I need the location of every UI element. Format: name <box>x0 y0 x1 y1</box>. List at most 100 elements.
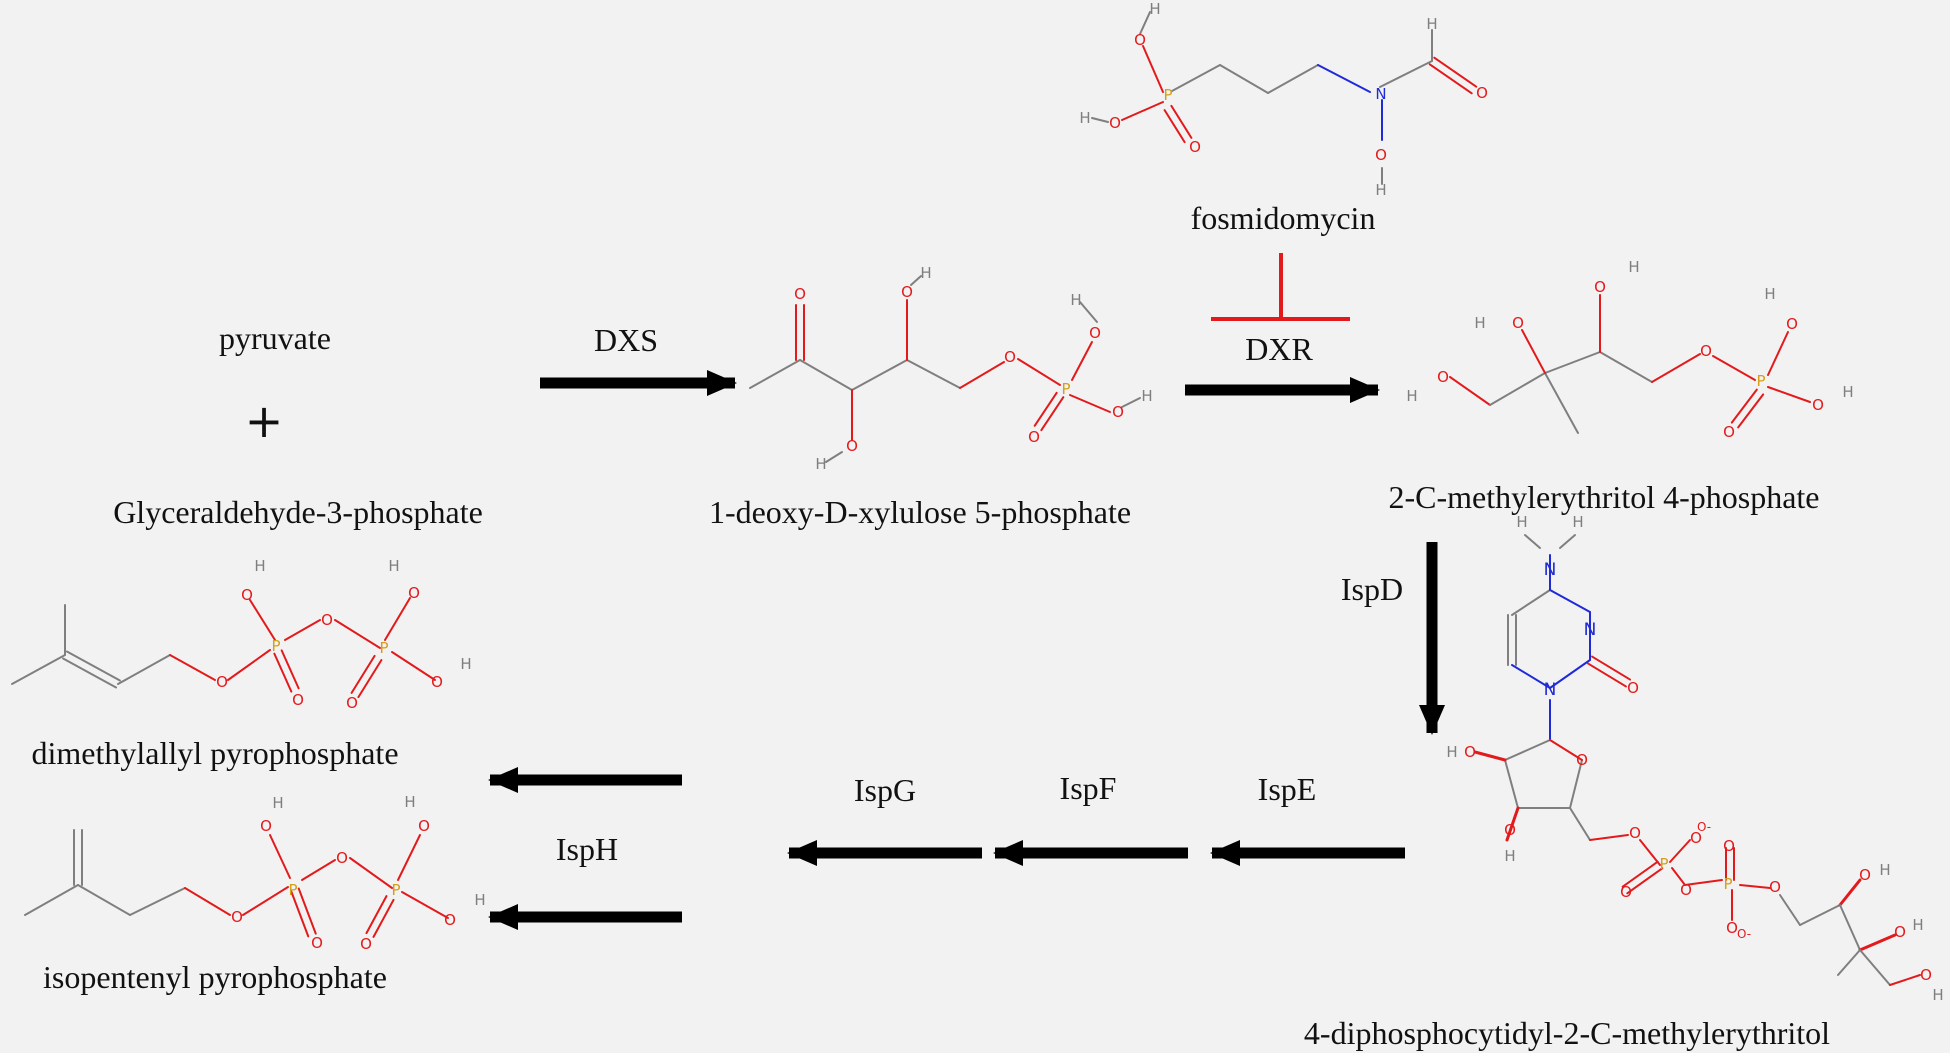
bond <box>1171 64 1221 92</box>
bond <box>227 649 271 681</box>
enzyme-dxr: DXR <box>1245 331 1313 367</box>
label-cdp-me: 4-diphosphocytidyl-2-C-methylerythritol <box>1303 1015 1831 1051</box>
bond <box>1489 372 1546 406</box>
bond <box>1591 655 1632 681</box>
atom-label: O <box>1437 368 1449 386</box>
bond <box>1684 879 1723 886</box>
bond <box>1767 331 1789 376</box>
bond <box>1712 355 1756 381</box>
bond <box>1730 388 1758 424</box>
bond <box>117 654 171 685</box>
label-fosmidomycin: fosmidomycin <box>1190 200 1376 236</box>
atom-label: O <box>794 285 806 303</box>
bond <box>1599 351 1653 383</box>
atom-label: O <box>1089 324 1101 342</box>
bond <box>1170 104 1193 139</box>
bond <box>1139 11 1151 35</box>
bond <box>1433 56 1478 88</box>
bond <box>334 619 381 649</box>
bond <box>1511 589 1551 616</box>
bond <box>242 886 289 916</box>
enzyme-ispe: IspE <box>1257 771 1317 807</box>
atom-label: P <box>379 639 388 657</box>
bond <box>284 619 321 641</box>
atom-label: H <box>1079 109 1090 127</box>
atom-label: O <box>1627 679 1639 697</box>
atom-label: N <box>1544 560 1557 580</box>
bond <box>269 834 291 879</box>
atom-label: O <box>1769 878 1781 896</box>
atom-label: O <box>1629 824 1641 842</box>
atom-label: H <box>272 794 283 812</box>
atom-label: N <box>1584 620 1597 640</box>
bond <box>1549 739 1583 761</box>
atom-label: P <box>391 881 400 899</box>
atom-label: O <box>1576 751 1588 769</box>
bond <box>851 359 908 391</box>
atom-label: O <box>1594 278 1606 296</box>
atom-label: H <box>254 557 265 575</box>
bond <box>1079 301 1098 323</box>
atom-label: O <box>444 911 456 929</box>
bond <box>1838 878 1862 907</box>
atom-label: H <box>1879 861 1890 879</box>
atom-label: O <box>1700 342 1712 360</box>
bond <box>1473 750 1507 762</box>
bond <box>1858 933 1897 952</box>
atom-label: P <box>271 637 280 655</box>
enzyme-dxs: DXS <box>593 322 659 358</box>
bond <box>65 650 121 682</box>
bond <box>1737 393 1765 429</box>
atom-label: H <box>1149 0 1160 18</box>
bond <box>1639 839 1661 866</box>
bond <box>1559 534 1576 549</box>
bond <box>910 275 922 286</box>
atom-label: O <box>1112 403 1124 421</box>
atom-label: O <box>1375 146 1387 164</box>
bond <box>273 652 293 693</box>
bond <box>384 597 411 641</box>
bond <box>1121 101 1164 121</box>
bond <box>169 654 216 681</box>
bond <box>959 361 1005 389</box>
label-ipp: isopentenyl pyrophosphate <box>43 959 387 995</box>
atom-label: O <box>1004 348 1016 366</box>
bond <box>1163 109 1186 144</box>
atom-label: O <box>1690 829 1702 847</box>
atom-label: N <box>1375 85 1386 103</box>
atom-label: O <box>1109 114 1121 132</box>
atom-label: O <box>216 673 228 691</box>
bond <box>1033 391 1058 427</box>
atom-label: O <box>1134 31 1146 49</box>
atom-label: H <box>1764 285 1775 303</box>
bond <box>1626 867 1664 895</box>
bond <box>129 887 186 916</box>
bond <box>372 898 395 938</box>
atom-label: H <box>474 891 485 909</box>
bond <box>301 859 336 881</box>
bond <box>1799 904 1841 926</box>
bond <box>365 895 388 935</box>
bond <box>297 887 317 935</box>
atom-label: N <box>1544 680 1557 700</box>
label-pyruvate: pyruvate <box>219 320 331 356</box>
atom-label: H <box>1504 847 1515 865</box>
atom-label: H <box>1406 387 1417 405</box>
atom-label: H <box>1842 383 1853 401</box>
bond <box>1549 589 1591 613</box>
atom-label: O <box>1476 84 1488 102</box>
bond <box>77 884 131 916</box>
bond <box>1669 839 1691 863</box>
atom-label: O <box>321 611 333 629</box>
bond <box>1837 949 1861 976</box>
bond <box>391 651 436 681</box>
bond <box>1767 386 1811 403</box>
atom-label: O <box>901 283 913 301</box>
bond <box>1505 806 1520 842</box>
atom-label: H <box>1912 916 1923 934</box>
atom-label: H <box>1628 258 1639 276</box>
bond <box>1379 60 1433 88</box>
